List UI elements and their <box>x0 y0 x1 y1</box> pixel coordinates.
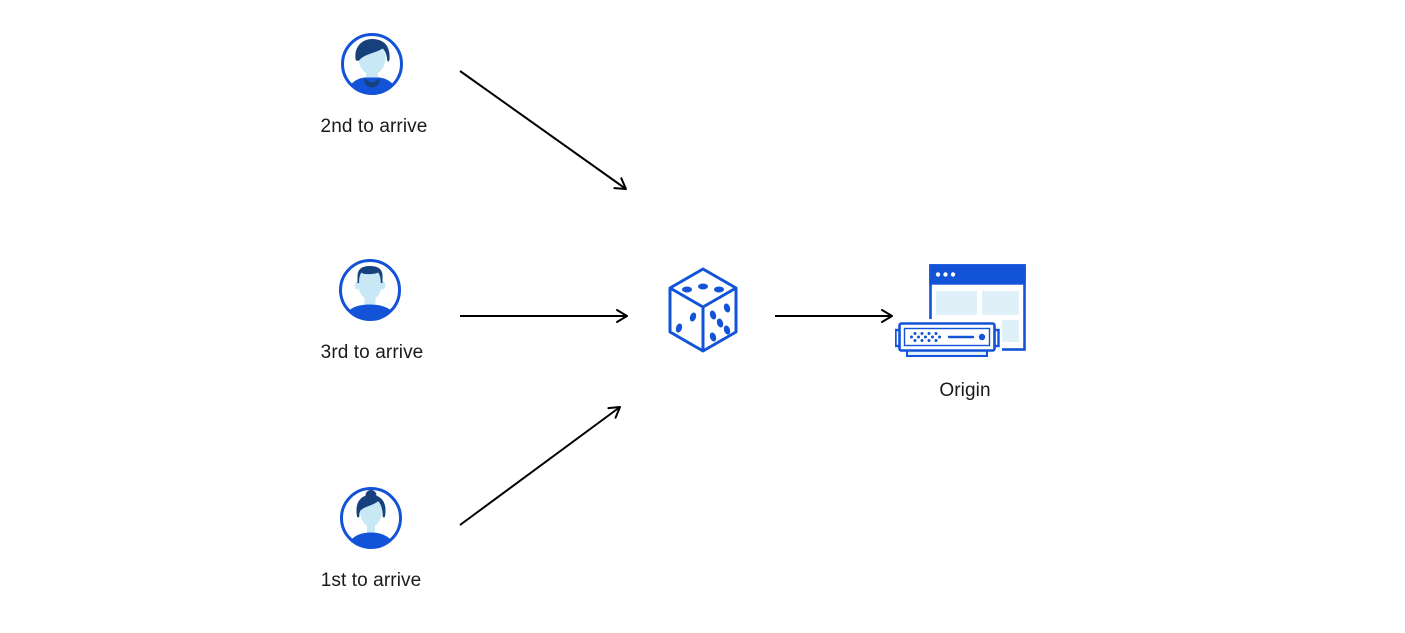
arrow-visitor-2nd-to-dice <box>459 70 627 190</box>
node-visitor-1st: 1st to arrive <box>321 486 421 591</box>
rack-server-icon <box>894 319 1002 357</box>
dice-icon <box>668 267 738 353</box>
node-visitor-2nd: 2nd to arrive <box>321 32 427 137</box>
node-label: 3rd to arrive <box>320 342 424 363</box>
node-label: 1st to arrive <box>320 570 422 591</box>
avatar-man-swept-hair-icon <box>341 33 403 95</box>
arrow-visitor-1st-to-dice <box>459 406 621 526</box>
origin-server-icon <box>894 264 1026 357</box>
avatar-man-flat-hair-icon <box>339 259 401 321</box>
node-label: 2nd to arrive <box>320 116 428 137</box>
node-origin: Origin <box>894 264 1035 401</box>
node-randomizer <box>666 266 740 359</box>
avatar-woman-bun-icon <box>340 487 402 549</box>
node-label: Origin <box>939 380 991 401</box>
node-visitor-3rd: 3rd to arrive <box>321 258 423 363</box>
